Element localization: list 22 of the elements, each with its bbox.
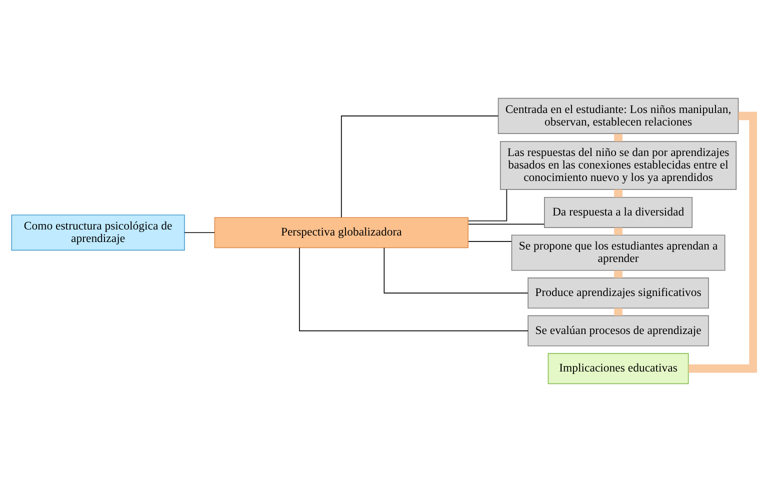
connector <box>614 308 622 316</box>
node-box: Se evalúan procesos de aprendizaje <box>528 314 709 346</box>
node-box: Las respuestas del niño se dan por aprendizajes basados en las conexiones establecidas entre el conocimiento nuevo y los ya aprendidos <box>500 140 737 190</box>
node-box: Da respuesta a la diversidad <box>544 196 693 228</box>
connector <box>384 246 528 293</box>
connector <box>184 232 215 233</box>
connector <box>468 223 544 224</box>
connector <box>299 246 528 331</box>
connector <box>614 270 622 278</box>
node-box: Produce aprendizajes significativos <box>528 277 709 308</box>
connector <box>468 240 512 242</box>
node-box: Como estructura psicológica de aprendizaje <box>11 214 185 250</box>
node-box: Perspectiva globalizadora <box>214 216 468 248</box>
node-box: Se propone que los estudiantes aprendan a aprender <box>511 234 726 270</box>
connector <box>614 133 622 141</box>
node-box: Centrada en el estudiante: Los niños manipulan, observan, establecen relaciones <box>498 97 739 134</box>
connector <box>614 227 622 235</box>
node-box: Implicaciones educativas <box>548 352 689 384</box>
connector <box>688 111 757 372</box>
connector <box>614 189 622 197</box>
connector <box>340 115 498 218</box>
connector <box>468 188 508 221</box>
